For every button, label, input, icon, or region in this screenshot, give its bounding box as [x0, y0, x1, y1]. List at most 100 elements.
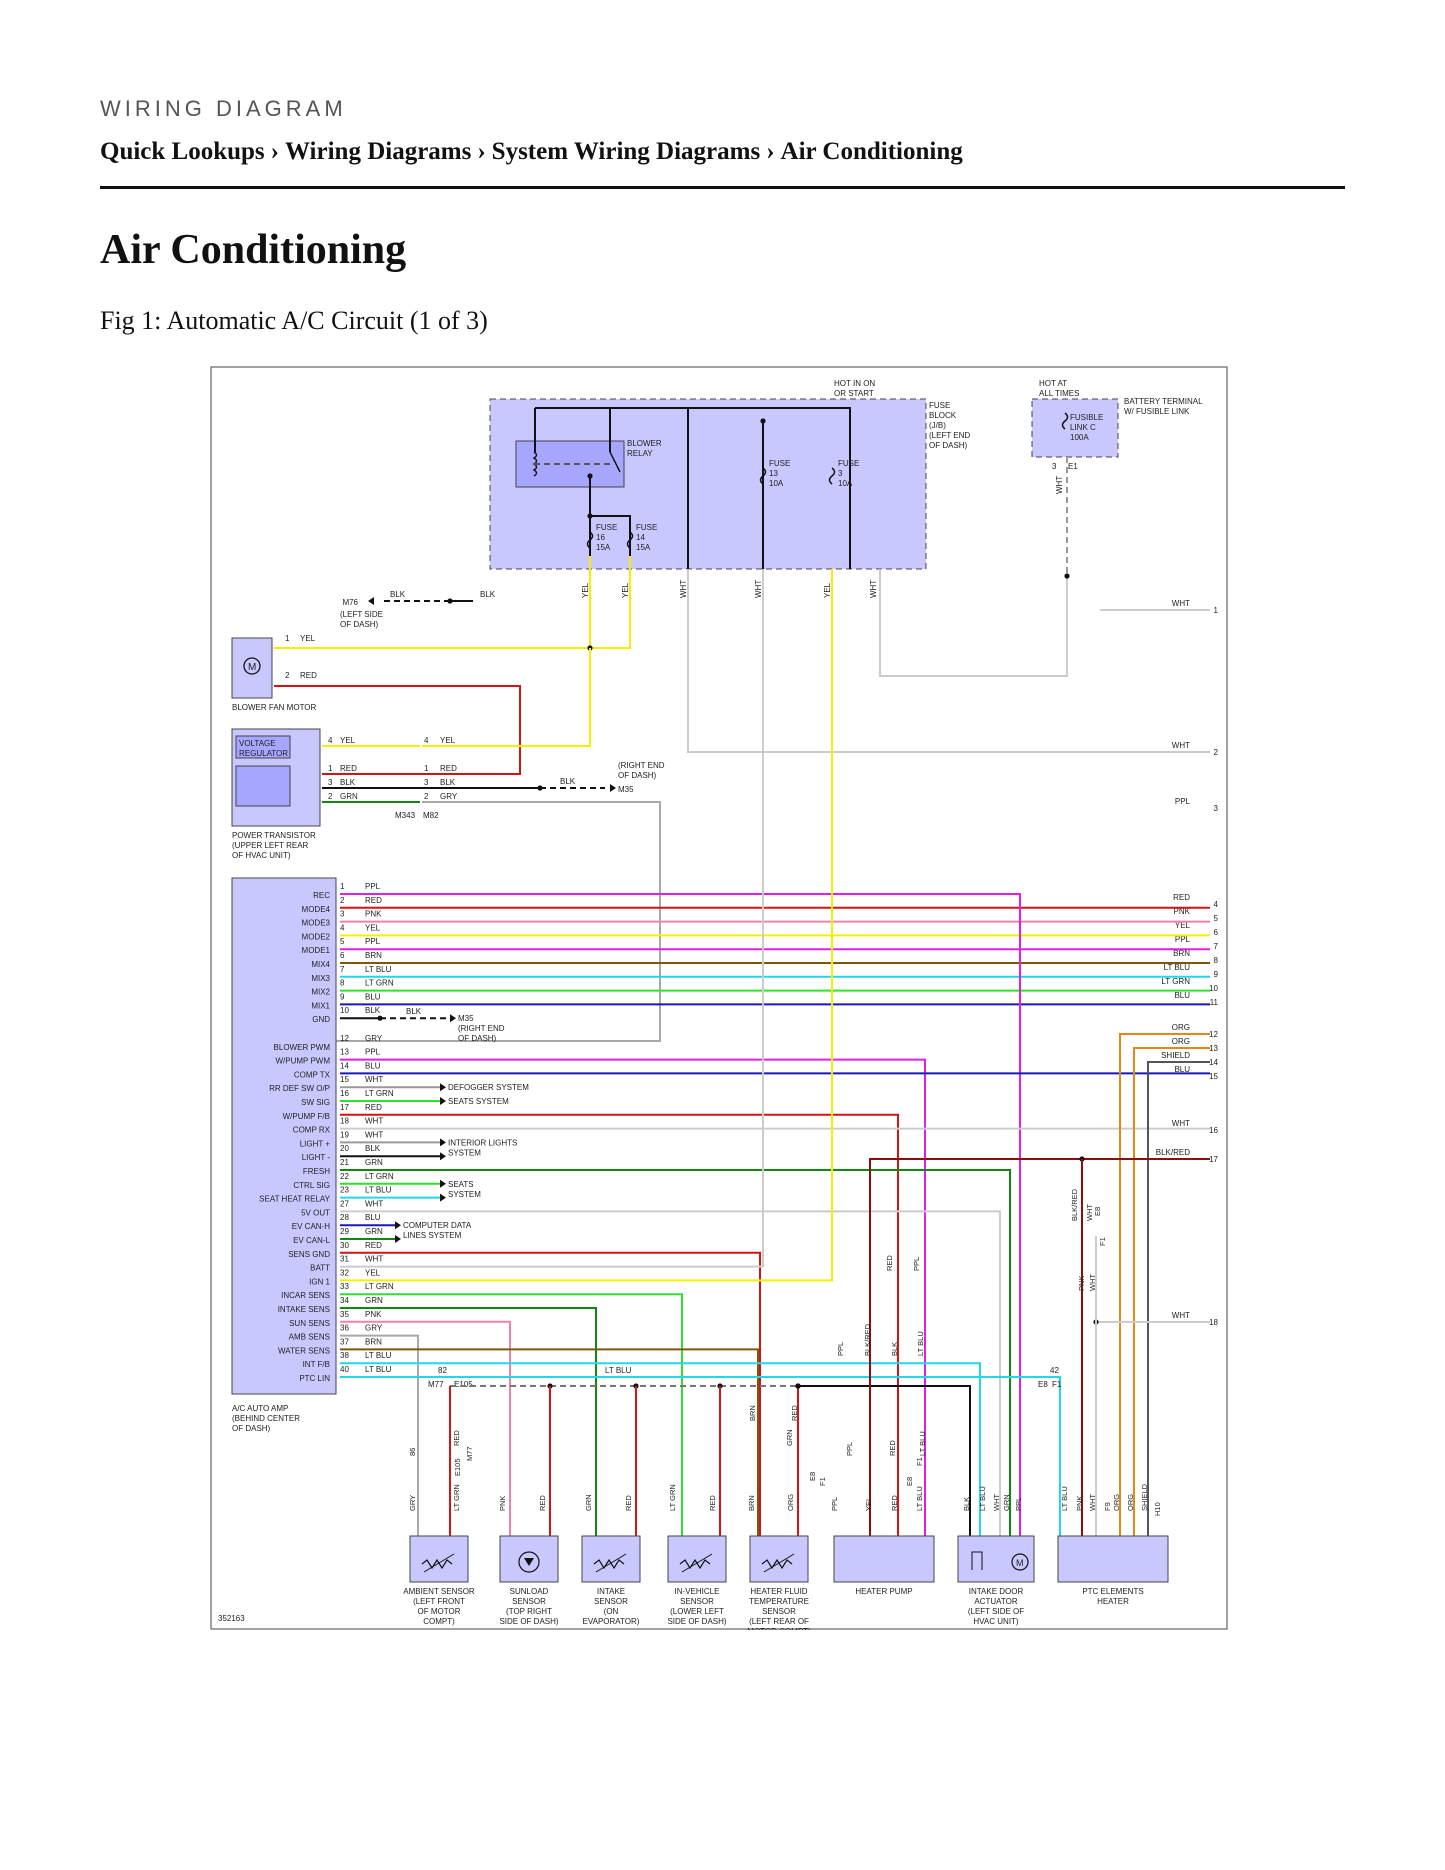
pin-number: 4	[424, 736, 429, 745]
connector-label: M82	[423, 811, 439, 820]
pin-number: 4	[340, 923, 345, 932]
wire-color-label: BLK/RED	[1070, 1188, 1079, 1221]
pin-number: 35	[340, 1310, 349, 1319]
output-number: 12	[1209, 1030, 1218, 1039]
wire-color-label: LT BLU	[1060, 1486, 1069, 1511]
wire-color-label: LT BLU	[1164, 963, 1191, 972]
motor-icon-letter: M	[248, 662, 256, 673]
breadcrumb-air-conditioning[interactable]: Air Conditioning	[780, 138, 963, 165]
breadcrumb-quick-lookups[interactable]: Quick Lookups	[100, 138, 265, 165]
amp-pin-name: GND	[312, 1015, 330, 1024]
amp-pin-name: EV CAN-H	[292, 1222, 330, 1231]
wire-color-label: BLU	[365, 1061, 381, 1070]
system-label: LINES SYSTEM	[403, 1231, 462, 1240]
output-number: 9	[1214, 970, 1219, 979]
wire-color-label: GRY	[440, 792, 458, 801]
output-number: 16	[1209, 1126, 1218, 1135]
pin-number: 6	[340, 951, 345, 960]
system-label: SYSTEM	[448, 1148, 481, 1157]
fuse-label: 3	[838, 469, 843, 478]
component-label: (LEFT REAR OF	[749, 1617, 809, 1626]
pin-number: 40	[340, 1365, 349, 1374]
connector-label: H10	[1153, 1502, 1162, 1516]
wire-color-label: PNK	[498, 1496, 507, 1511]
pin-number: 33	[340, 1282, 349, 1291]
wire-color-label: RED	[885, 1255, 894, 1271]
wire-color-label: GRY	[408, 1495, 417, 1511]
component-label: (LEFT FRONT	[413, 1597, 465, 1606]
wire-color-label: ORG	[1126, 1494, 1135, 1511]
system-label: COMPUTER DATA	[403, 1221, 472, 1230]
battery-terminal-label: W/ FUSIBLE LINK	[1124, 407, 1190, 416]
pin-number: 31	[340, 1255, 349, 1264]
pin-number: 19	[340, 1130, 349, 1139]
amp-pin-name: LIGHT -	[302, 1153, 331, 1162]
pin-number: 5	[340, 937, 345, 946]
fuse-label: 13	[769, 469, 778, 478]
amp-pin-name: IGN 1	[309, 1277, 330, 1286]
wire-color-label: LT BLU	[915, 1486, 924, 1511]
wire-amp-sensgnd	[340, 1251, 761, 1536]
amp-pin-name: MODE4	[302, 905, 331, 914]
pin-number: 29	[340, 1227, 349, 1236]
component-label: HEATER FLUID	[750, 1587, 807, 1596]
pin-number: 4	[328, 736, 333, 745]
wire-color-label: LT BLU	[978, 1486, 987, 1511]
wire-color-label: RED	[340, 764, 357, 773]
thermistor-arrow-icon	[423, 1553, 455, 1573]
wire-color-label: WHT	[365, 1117, 383, 1126]
pin-number: 13	[340, 1048, 349, 1057]
component-label: OF MOTOR	[418, 1607, 461, 1616]
component-label: PTC ELEMENTS	[1082, 1587, 1143, 1596]
wire-color-label: LT GRN	[1161, 977, 1190, 986]
amp-pin-name: LIGHT +	[300, 1139, 331, 1148]
wire-color-label: GRN	[785, 1429, 794, 1446]
wire-color-label: BLK	[890, 1342, 899, 1356]
wire-color-label: PPL	[1175, 935, 1191, 944]
fuse-block-label: (LEFT END	[929, 431, 970, 440]
component-label: (ON	[604, 1607, 619, 1616]
fuse-label: FUSE	[769, 459, 790, 468]
fuse14-wire	[590, 515, 631, 556]
wire-color-label: GRN	[340, 792, 358, 801]
amp-pin-name: PTC LIN	[299, 1374, 330, 1383]
wire-color-label: RED	[365, 1241, 382, 1250]
pin-number: 1	[424, 764, 429, 773]
breadcrumb-separator: ›	[477, 138, 486, 165]
connector-label: E1	[1068, 462, 1078, 471]
connector-label: E8	[905, 1477, 914, 1486]
wire-color-label: YEL	[1175, 921, 1191, 930]
ground-label: M35	[458, 1014, 474, 1023]
wire-color-label: WHT	[1088, 1274, 1097, 1291]
output-number: 6	[1214, 928, 1219, 937]
output-number: 10	[1209, 984, 1218, 993]
breadcrumb-system-wiring-diagrams[interactable]: System Wiring Diagrams	[491, 138, 761, 165]
pin-number: 32	[340, 1268, 349, 1277]
wire-color-label: YEL	[864, 1497, 873, 1511]
wire-color-label: ORG	[786, 1494, 795, 1511]
component-label: TEMPERATURE	[749, 1597, 809, 1606]
amp-pin-name: WATER SENS	[278, 1346, 330, 1355]
wire-heater-blk	[798, 1385, 971, 1536]
wire-color-label: YEL	[300, 634, 316, 643]
component-box	[409, 1535, 469, 1583]
component-label: SUNLOAD	[510, 1587, 549, 1596]
wire-color-label: RED	[538, 1495, 547, 1511]
pin-number: 21	[340, 1158, 349, 1167]
header-rule	[100, 186, 1345, 189]
page-title: Air Conditioning	[100, 227, 407, 273]
connector-label: 82	[438, 1366, 447, 1375]
wire-color-label: WHT	[365, 1130, 383, 1139]
component-label: SENSOR	[762, 1607, 796, 1616]
pin-number: 3	[424, 778, 429, 787]
pin-number: 20	[340, 1144, 349, 1153]
wire-color-label: PNK	[365, 910, 382, 919]
relay-switch-icon	[609, 451, 621, 473]
wire-color-label: PPL	[365, 1048, 381, 1057]
wire-color-label: BRN	[365, 1337, 382, 1346]
fuse-label: 16	[596, 533, 605, 542]
power-transistor-label: POWER TRANSISTOR	[232, 831, 316, 840]
breadcrumb-wiring-diagrams[interactable]: Wiring Diagrams	[285, 138, 472, 165]
fuse-block-label: FUSE	[929, 401, 950, 410]
amp-pin-name: REC	[313, 891, 330, 900]
